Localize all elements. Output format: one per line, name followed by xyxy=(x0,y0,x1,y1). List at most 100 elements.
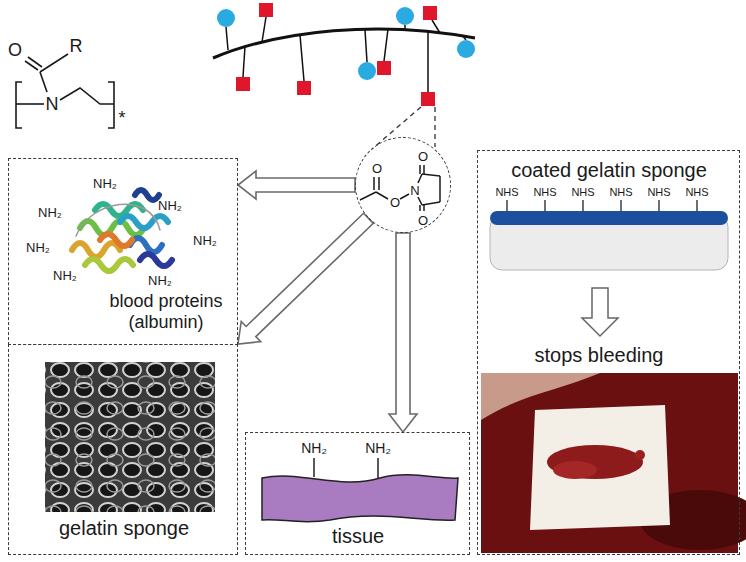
polymer-chain xyxy=(226,17,466,92)
nhs-ester-structure xyxy=(419,205,421,211)
albumin-protein xyxy=(76,204,160,236)
polymer-chain xyxy=(432,20,440,33)
polymer-chain xyxy=(384,29,388,61)
nhs-ester-structure xyxy=(423,205,425,211)
block-arrow xyxy=(238,171,355,199)
group-label: NH₂ xyxy=(365,441,391,455)
polymer-chain xyxy=(372,107,421,149)
nhs-ester-structure xyxy=(422,174,440,176)
monomer-structure xyxy=(16,103,44,105)
atom-symbol: O xyxy=(418,150,428,165)
albumin-protein xyxy=(100,234,132,246)
polymer-chain xyxy=(377,61,391,75)
monomer-structure xyxy=(40,54,68,72)
sem-image xyxy=(45,362,215,512)
monomer-structure xyxy=(60,88,114,104)
caption: blood proteins (albumin) xyxy=(91,291,241,332)
atom-symbol: O xyxy=(8,41,22,59)
polymer-chain xyxy=(462,35,466,40)
polymer-chain xyxy=(297,81,311,95)
albumin-protein xyxy=(72,243,120,257)
group-label: NHS xyxy=(533,187,556,198)
group-label: NHS xyxy=(495,187,518,198)
coated-sponge-disk xyxy=(507,200,697,211)
atom-symbol: O xyxy=(418,214,428,229)
albumin-protein xyxy=(120,216,168,228)
nhs-ester-structure xyxy=(422,202,440,205)
polymer-chain xyxy=(226,27,228,50)
surgery-photo xyxy=(547,445,643,479)
nhs-ester-structure xyxy=(419,165,421,174)
polymer-chain xyxy=(213,3,475,149)
nhs-ester-structure xyxy=(400,194,409,199)
coated-sponge-disk xyxy=(506,200,507,211)
image-panel: tissue xyxy=(245,432,470,555)
polymer-chain xyxy=(423,6,437,20)
polymer-chain xyxy=(236,77,250,91)
monomer-structure xyxy=(16,54,114,128)
group-label: NH₂ xyxy=(26,241,50,254)
polymer-chain xyxy=(396,7,414,25)
surgery-photo xyxy=(635,450,645,460)
nhs-ester-structure xyxy=(439,176,441,202)
caption: tissue xyxy=(258,525,458,548)
polymer-chain xyxy=(300,35,304,81)
group-label: NHS xyxy=(609,187,632,198)
surgery-photo xyxy=(481,373,746,553)
caption: coated gelatin sponge xyxy=(484,159,734,182)
monomer-structure xyxy=(28,57,42,67)
polymer-chain xyxy=(421,92,435,106)
atom-symbol: R xyxy=(70,37,83,55)
polymer-chain xyxy=(213,29,475,58)
group-label: NH₂ xyxy=(158,199,182,212)
group-label: NH₂ xyxy=(148,274,172,287)
albumin-protein xyxy=(135,190,159,200)
nhs-ester-structure xyxy=(373,177,375,190)
group-label: NH₂ xyxy=(93,177,117,190)
polymer-chain xyxy=(434,107,435,147)
polymer-chain xyxy=(262,17,266,42)
block-arrow xyxy=(238,213,373,344)
albumin-protein xyxy=(140,254,172,266)
coated-sponge-disk xyxy=(620,200,621,211)
nhs-ester-structure xyxy=(360,192,376,200)
monomer-structure xyxy=(108,82,114,128)
group-label: NHS xyxy=(571,187,594,198)
monomer-structure xyxy=(16,82,22,128)
surgery-photo xyxy=(553,461,597,479)
polymer-chain xyxy=(404,25,406,30)
nhs-ester-structure xyxy=(378,177,380,190)
application-panel: coated gelatin spongestops bleeding xyxy=(477,150,740,555)
group-label: NH₂ xyxy=(53,269,77,282)
polymer-chain xyxy=(259,3,273,17)
atom-symbol: * xyxy=(118,109,125,127)
zoom-circle: OONOO xyxy=(355,137,451,233)
sem-image xyxy=(45,362,215,512)
atom-symbol: N xyxy=(46,95,59,113)
polymer-chain xyxy=(372,107,435,149)
group-label: NH₂ xyxy=(301,441,327,455)
group-label: NHS xyxy=(647,187,670,198)
block-arrow xyxy=(389,233,417,432)
tissue-shape xyxy=(313,458,315,477)
tissue-shape xyxy=(262,475,458,522)
atom-symbol: O xyxy=(372,162,382,177)
coated-sponge-disk xyxy=(658,200,659,211)
polymer-chain xyxy=(217,9,235,27)
polymer-chain xyxy=(365,30,367,62)
group-label: NHS xyxy=(685,187,708,198)
albumin-protein xyxy=(85,259,133,271)
coated-sponge-disk xyxy=(582,200,583,211)
coated-sponge-disk xyxy=(490,211,728,225)
surgery-photo xyxy=(530,405,670,530)
sem-image xyxy=(45,362,215,512)
polymer-chain xyxy=(427,31,429,92)
coated-sponge-disk xyxy=(696,200,697,211)
image-panel: gelatin sponge xyxy=(8,344,238,555)
nhs-ester-structure xyxy=(376,192,388,199)
atom-symbol: O xyxy=(390,196,400,211)
